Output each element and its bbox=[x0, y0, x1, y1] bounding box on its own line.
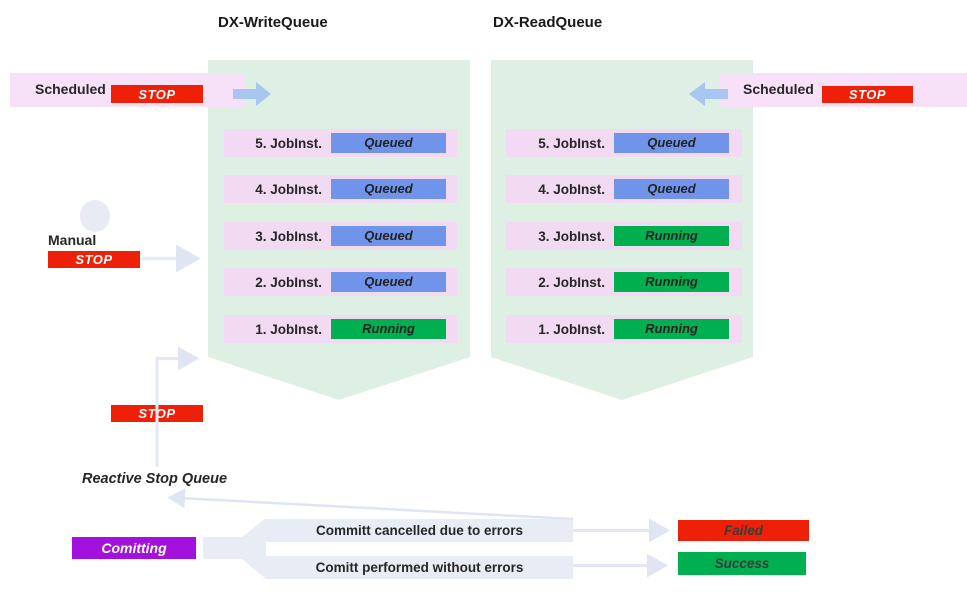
status-chip: Running bbox=[331, 319, 446, 339]
job-label: 5. JobInst. bbox=[538, 135, 605, 151]
status-chip: Running bbox=[614, 272, 729, 292]
status-chip: Running bbox=[614, 319, 729, 339]
status-chip: Queued bbox=[614, 179, 729, 199]
status-chip: Queued bbox=[614, 133, 729, 153]
scheduled-stop-band-right: Scheduled STOP bbox=[719, 73, 967, 107]
success-status-box: Success bbox=[678, 552, 806, 575]
read-job-row-2: 2. JobInst. Running bbox=[506, 268, 742, 296]
scheduled-label-left: Scheduled bbox=[35, 81, 106, 97]
commit-to-reactive-arrow bbox=[167, 488, 574, 521]
job-label: 1. JobInst. bbox=[255, 321, 322, 337]
job-label: 3. JobInst. bbox=[538, 228, 605, 244]
job-label: 5. JobInst. bbox=[255, 135, 322, 151]
scheduled-stop-button-right: STOP bbox=[822, 86, 913, 103]
read-queue-title: DX-ReadQueue bbox=[493, 14, 603, 31]
committing-connector-shape bbox=[203, 518, 266, 579]
write-job-row-2: 2. JobInst. Queued bbox=[224, 268, 457, 296]
write-job-row-1: 1. JobInst. Running bbox=[224, 315, 457, 343]
manual-stop-node-circle bbox=[80, 200, 110, 232]
manual-label: Manual bbox=[48, 232, 97, 248]
status-chip: Running bbox=[614, 226, 729, 246]
reactive-stop-queue-label: Reactive Stop Queue bbox=[82, 471, 228, 487]
job-label: 4. JobInst. bbox=[255, 181, 322, 197]
write-queue-title: DX-WriteQueue bbox=[218, 14, 328, 31]
status-chip: Queued bbox=[331, 226, 446, 246]
job-label: 2. JobInst. bbox=[255, 274, 322, 290]
reactive-stop-button: STOP bbox=[111, 405, 203, 422]
scheduled-label-right: Scheduled bbox=[743, 81, 814, 97]
manual-stop-button: STOP bbox=[48, 251, 140, 268]
job-label: 3. JobInst. bbox=[255, 228, 322, 244]
committing-button: Comitting bbox=[72, 537, 196, 559]
status-chip: Queued bbox=[331, 272, 446, 292]
write-job-row-5: 5. JobInst. Queued bbox=[224, 129, 457, 157]
read-job-row-3: 3. JobInst. Running bbox=[506, 222, 742, 250]
read-job-row-5: 5. JobInst. Queued bbox=[506, 129, 742, 157]
failed-status-box: Failed bbox=[678, 520, 809, 541]
job-label: 4. JobInst. bbox=[538, 181, 605, 197]
write-job-row-4: 4. JobInst. Queued bbox=[224, 175, 457, 203]
job-label: 2. JobInst. bbox=[538, 274, 605, 290]
scheduled-stop-band-left: Scheduled STOP bbox=[10, 73, 246, 107]
scheduled-stop-button-left: STOP bbox=[111, 85, 203, 103]
status-chip: Queued bbox=[331, 133, 446, 153]
read-job-row-4: 4. JobInst. Queued bbox=[506, 175, 742, 203]
status-chip: Queued bbox=[331, 179, 446, 199]
job-label: 1. JobInst. bbox=[538, 321, 605, 337]
read-job-row-1: 1. JobInst. Running bbox=[506, 315, 742, 343]
commit-performed-banner: Comitt performed without errors bbox=[266, 556, 573, 579]
commit-cancelled-banner: Committ cancelled due to errors bbox=[266, 519, 573, 542]
write-job-row-3: 3. JobInst. Queued bbox=[224, 222, 457, 250]
